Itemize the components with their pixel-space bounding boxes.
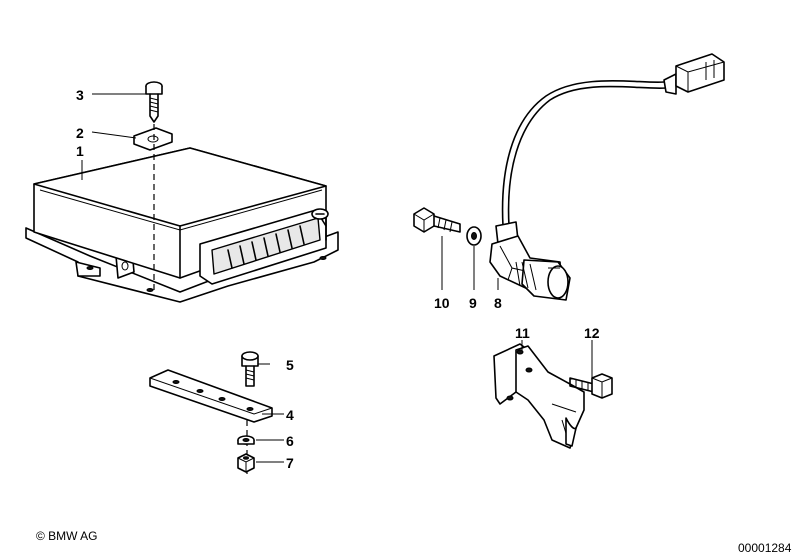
callout-4: 4 — [286, 407, 294, 423]
sensor-with-cable — [489, 53, 725, 301]
bracket-plate — [133, 127, 173, 151]
bolt-12 — [569, 373, 613, 399]
callout-9: 9 — [469, 295, 477, 311]
washer-6 — [237, 435, 255, 445]
washer-9 — [466, 226, 482, 246]
bolt-5 — [241, 351, 259, 387]
control-unit — [25, 147, 339, 303]
nut-7 — [237, 453, 255, 473]
copyright-label: © BMW AG — [36, 529, 98, 543]
callout-3: 3 — [76, 87, 84, 103]
callout-11: 11 — [515, 325, 530, 341]
callout-12: 12 — [584, 325, 600, 341]
screw — [145, 81, 163, 123]
connector-pins — [227, 225, 305, 269]
callout-8: 8 — [494, 295, 502, 311]
callout-7: 7 — [286, 455, 294, 471]
callout-10: 10 — [434, 295, 450, 311]
callout-5: 5 — [286, 357, 294, 373]
mounting-strip — [149, 369, 273, 423]
callout-2: 2 — [76, 125, 84, 141]
sensor-holder — [493, 343, 585, 449]
bolt-10 — [413, 207, 461, 233]
diagram-number: 00001284 — [738, 541, 792, 555]
leader-lines — [81, 93, 593, 463]
callout-6: 6 — [286, 433, 294, 449]
callout-1: 1 — [76, 143, 84, 159]
